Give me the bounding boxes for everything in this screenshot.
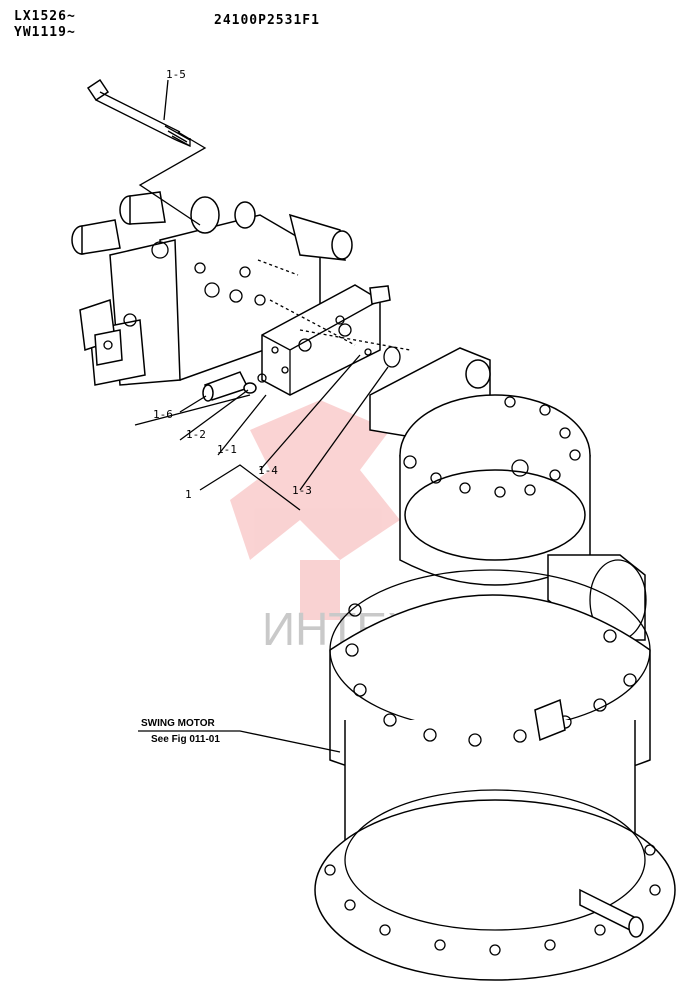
bolt-part: [86, 78, 191, 147]
swing-motor-label: SWING MOTOR: [141, 718, 215, 729]
part-number: 24100P2531F1: [214, 13, 320, 28]
callout-1-5: 1-5: [166, 68, 186, 81]
swing-motor-reference: See Fig 011-01: [151, 734, 220, 745]
callout-1-6: 1-6: [153, 408, 173, 421]
callout-1-1: 1-1: [217, 443, 237, 456]
callout-1-2: 1-2: [186, 428, 206, 441]
control-valve-block: [71, 191, 353, 386]
fitting-part: [202, 371, 267, 402]
serial-range-start: LX1526~: [14, 9, 76, 24]
watermark-logo: [230, 400, 400, 620]
callout-1-4: 1-4: [258, 464, 278, 477]
valve-plate-part: [261, 284, 391, 396]
callout-1: 1: [185, 488, 192, 501]
swing-motor-leader: [138, 730, 341, 753]
leader-lines: [134, 79, 389, 511]
serial-range-end: YW1119~: [14, 25, 76, 40]
o-ring-part: [383, 346, 401, 368]
callout-1-3: 1-3: [292, 484, 312, 497]
swing-motor-assembly: [314, 347, 676, 981]
o-ring-small-part: [364, 348, 372, 356]
